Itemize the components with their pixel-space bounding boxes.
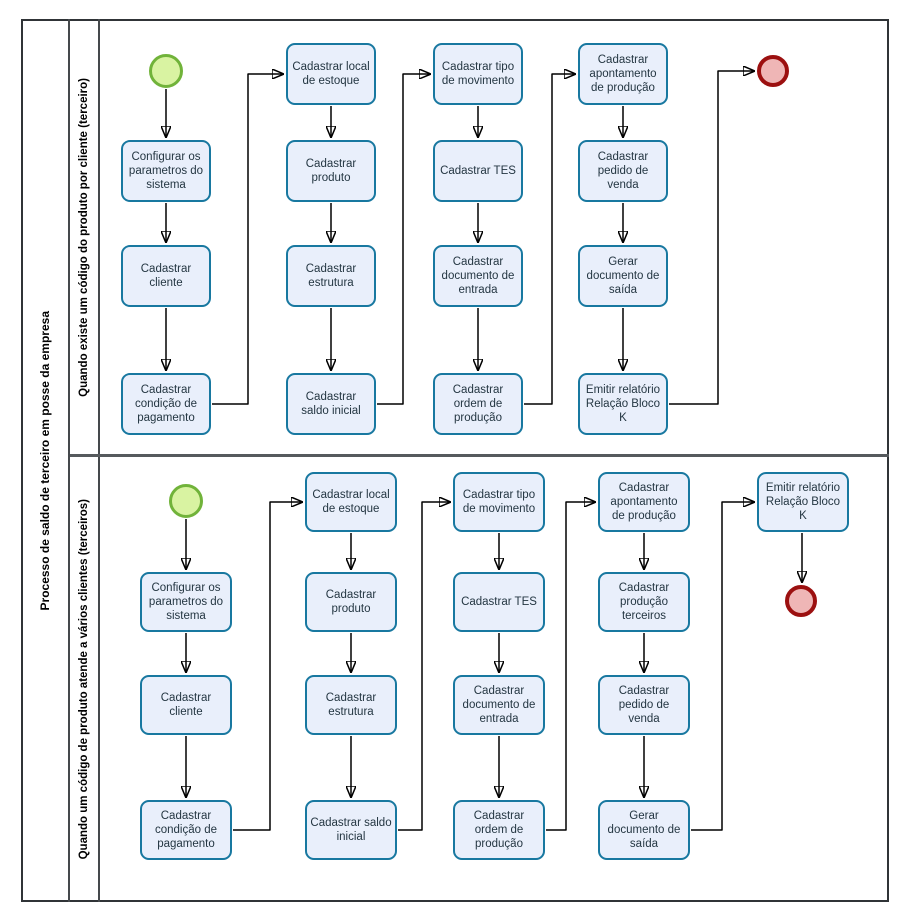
task-label: Cadastrar TES xyxy=(461,595,537,608)
task-label: Cadastrar tipo de movimento xyxy=(441,60,515,87)
task-label: Cadastrar documento de entrada xyxy=(441,255,515,297)
task-apontamento-producao[interactable]: Cadastrar apontamento de produção xyxy=(598,472,690,532)
task-local-estoque[interactable]: Cadastrar local de estoque xyxy=(305,472,397,532)
task-label: Cadastrar documento de entrada xyxy=(462,684,536,726)
task-label: Cadastrar pedido de venda xyxy=(597,150,649,192)
pool-title: Processo de saldo de terceiro em posse d… xyxy=(37,310,52,611)
task-label: Cadastrar tipo de movimento xyxy=(462,488,536,515)
start-event-lane-1[interactable] xyxy=(149,54,183,88)
task-label: Cadastrar cliente xyxy=(160,691,212,718)
task-label: Cadastrar TES xyxy=(440,164,516,177)
task-relatorio-bloco-k[interactable]: Emitir relatório Relação Bloco K xyxy=(578,373,668,435)
task-estrutura[interactable]: Cadastrar estrutura xyxy=(305,675,397,735)
task-label: Cadastrar produto xyxy=(305,157,357,184)
task-label: Cadastrar cliente xyxy=(140,262,192,289)
task-configurar-parametros[interactable]: Configurar os parametros do sistema xyxy=(121,140,211,202)
task-label: Configurar os parametros do sistema xyxy=(148,581,224,623)
task-label: Cadastrar local de estoque xyxy=(312,488,390,515)
task-label: Cadastrar local de estoque xyxy=(292,60,370,87)
task-label: Cadastrar produção terceiros xyxy=(618,581,670,623)
task-label: Configurar os parametros do sistema xyxy=(128,150,204,192)
task-label: Cadastrar saldo inicial xyxy=(310,816,392,843)
task-produto[interactable]: Cadastrar produto xyxy=(286,140,376,202)
end-event-lane-1[interactable] xyxy=(757,55,789,87)
pool-title-strip: Processo de saldo de terceiro em posse d… xyxy=(21,19,70,902)
task-label: Gerar documento de saída xyxy=(586,255,660,297)
task-pedido-venda[interactable]: Cadastrar pedido de venda xyxy=(578,140,668,202)
task-label: Cadastrar saldo inicial xyxy=(301,390,361,417)
task-apontamento-producao[interactable]: Cadastrar apontamento de produção xyxy=(578,43,668,105)
task-label: Cadastrar ordem de produção xyxy=(473,809,525,851)
task-label: Cadastrar condição de pagamento xyxy=(154,809,218,851)
task-label: Cadastrar estrutura xyxy=(305,262,357,289)
task-relatorio-bloco-k[interactable]: Emitir relatório Relação Bloco K xyxy=(757,472,849,532)
lane-divider xyxy=(70,454,889,457)
task-producao-terceiros[interactable]: Cadastrar produção terceiros xyxy=(598,572,690,632)
lane-1-label-strip: Quando existe um código do produto por c… xyxy=(70,19,100,455)
task-tipo-movimento[interactable]: Cadastrar tipo de movimento xyxy=(433,43,523,105)
task-label: Cadastrar pedido de venda xyxy=(618,684,670,726)
task-label: Cadastrar produto xyxy=(325,588,377,615)
lane-2-label-strip: Quando um código de produto atende a vár… xyxy=(70,457,100,902)
task-pedido-venda[interactable]: Cadastrar pedido de venda xyxy=(598,675,690,735)
task-doc-saida[interactable]: Gerar documento de saída xyxy=(578,245,668,307)
task-doc-saida[interactable]: Gerar documento de saída xyxy=(598,800,690,860)
task-ordem-producao[interactable]: Cadastrar ordem de produção xyxy=(433,373,523,435)
task-label: Cadastrar condição de pagamento xyxy=(134,383,198,425)
task-saldo-inicial[interactable]: Cadastrar saldo inicial xyxy=(305,800,397,860)
task-configurar-parametros[interactable]: Configurar os parametros do sistema xyxy=(140,572,232,632)
task-label: Emitir relatório Relação Bloco K xyxy=(585,383,661,425)
task-condicao-pagamento[interactable]: Cadastrar condição de pagamento xyxy=(121,373,211,435)
task-label: Emitir relatório Relação Bloco K xyxy=(765,481,841,523)
pool-border xyxy=(21,19,889,902)
lane-2-label: Quando um código de produto atende a vár… xyxy=(78,499,90,860)
task-saldo-inicial[interactable]: Cadastrar saldo inicial xyxy=(286,373,376,435)
task-ordem-producao[interactable]: Cadastrar ordem de produção xyxy=(453,800,545,860)
task-local-estoque[interactable]: Cadastrar local de estoque xyxy=(286,43,376,105)
end-event-lane-2[interactable] xyxy=(785,585,817,617)
task-cadastrar-cliente[interactable]: Cadastrar cliente xyxy=(140,675,232,735)
task-condicao-pagamento[interactable]: Cadastrar condição de pagamento xyxy=(140,800,232,860)
task-tes[interactable]: Cadastrar TES xyxy=(453,572,545,632)
task-doc-entrada[interactable]: Cadastrar documento de entrada xyxy=(453,675,545,735)
task-label: Cadastrar apontamento de produção xyxy=(589,53,657,95)
task-produto[interactable]: Cadastrar produto xyxy=(305,572,397,632)
task-label: Cadastrar estrutura xyxy=(325,691,377,718)
task-label: Cadastrar ordem de produção xyxy=(452,383,504,425)
lane-1-label: Quando existe um código do produto por c… xyxy=(78,77,90,397)
task-doc-entrada[interactable]: Cadastrar documento de entrada xyxy=(433,245,523,307)
task-tes[interactable]: Cadastrar TES xyxy=(433,140,523,202)
task-tipo-movimento[interactable]: Cadastrar tipo de movimento xyxy=(453,472,545,532)
task-cadastrar-cliente[interactable]: Cadastrar cliente xyxy=(121,245,211,307)
task-label: Gerar documento de saída xyxy=(607,809,681,851)
task-label: Cadastrar apontamento de produção xyxy=(610,481,678,523)
start-event-lane-2[interactable] xyxy=(169,484,203,518)
task-estrutura[interactable]: Cadastrar estrutura xyxy=(286,245,376,307)
